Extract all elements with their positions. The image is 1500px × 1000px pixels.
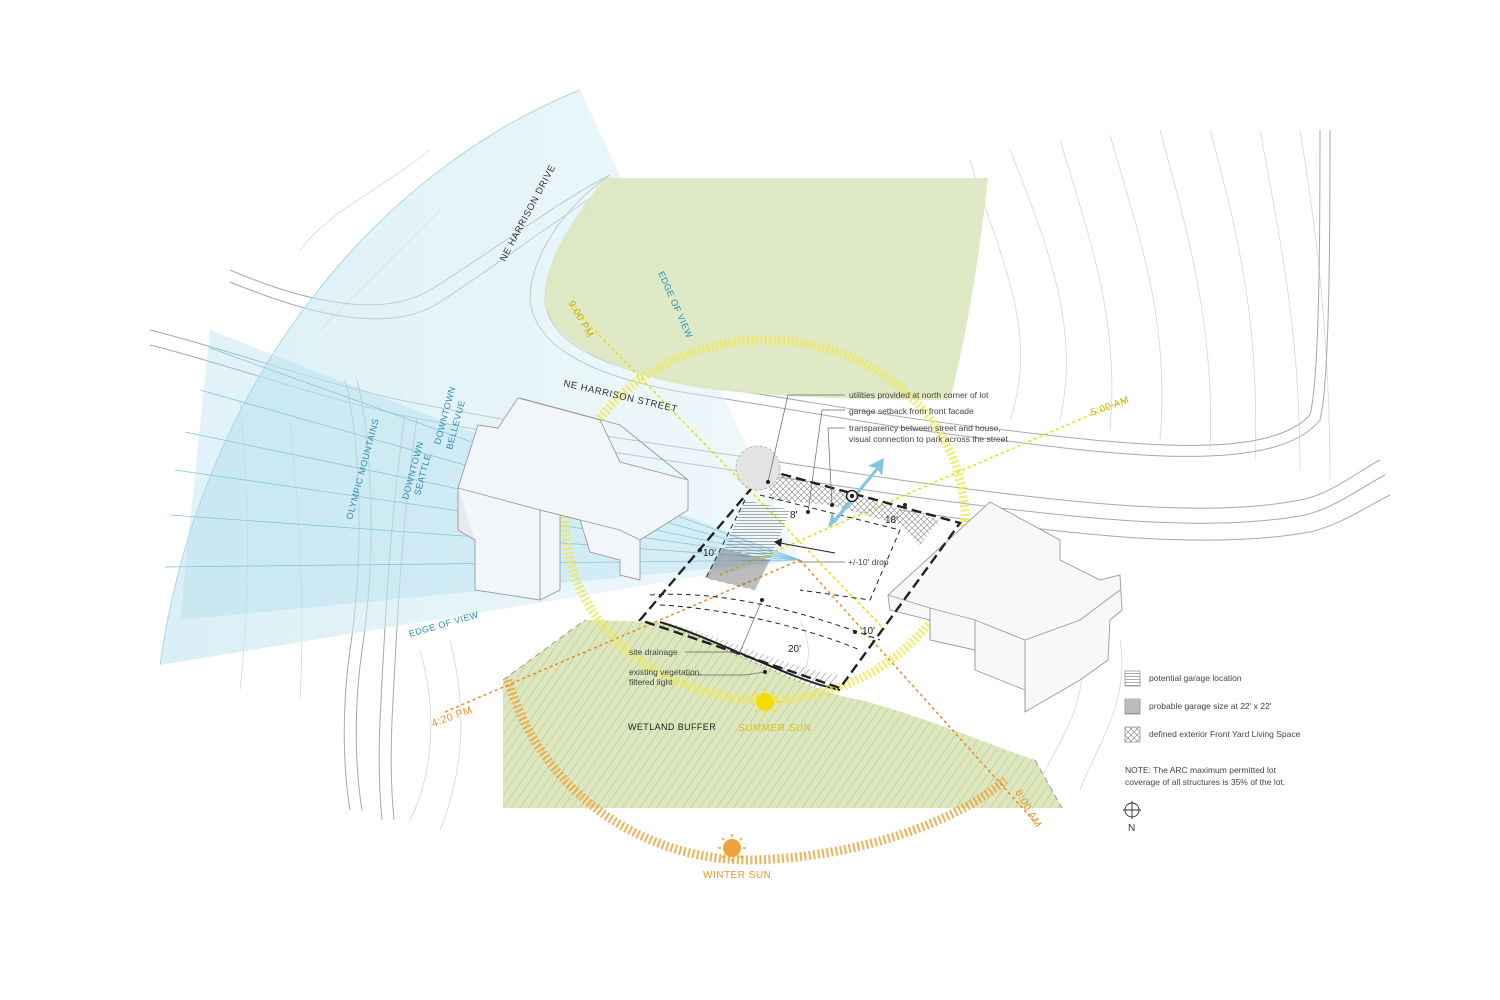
- note-line-2: coverage of all structures is 35% of the…: [1125, 777, 1285, 787]
- legend-swatch-probable-garage: [1124, 698, 1141, 715]
- winter-sun-icon: [718, 834, 746, 862]
- legend-label-potential-garage: potential garage location: [1149, 673, 1242, 683]
- legend-label-front-yard: defined exterior Front Yard Living Space: [1149, 729, 1301, 739]
- time-label-5am: 5:00 AM: [1089, 395, 1131, 419]
- north-label: N: [1128, 823, 1135, 834]
- lot-and-garage-zones: [637, 445, 962, 690]
- dimension-10ft-right: 10': [862, 626, 875, 637]
- callout-drainage: site drainage: [629, 647, 678, 657]
- callout-dots: [698, 480, 907, 674]
- neighbor-building-west: [457, 397, 689, 601]
- dimension-18ft: 18': [885, 515, 898, 526]
- legend-swatch-potential-garage: [1124, 670, 1141, 687]
- wetland-buffer: [502, 619, 1063, 809]
- summer-sun-icon: [751, 688, 779, 716]
- note-line-1: NOTE: The ARC maximum permitted lot: [1125, 765, 1277, 775]
- legend: potential garage location probable garag…: [1124, 670, 1301, 743]
- winter-sun-path: [503, 678, 1008, 865]
- callout-setback: garage setback from front facade: [849, 406, 974, 416]
- wetland-buffer-label: WETLAND BUFFER: [628, 722, 716, 732]
- callout-transparency-1: transparency between street and house,: [849, 423, 1001, 433]
- dimension-10ft-left: 10': [703, 548, 716, 559]
- callout-transparency-2: visual connection to park across the str…: [849, 434, 1008, 444]
- north-arrow-icon: [1123, 801, 1141, 819]
- callout-drop: +/-10' drop: [848, 557, 889, 567]
- park-area: [544, 178, 988, 400]
- callout-vegetation-1: existing vegetation,: [629, 667, 702, 677]
- transparency-arrow: [828, 458, 884, 528]
- eye-icon: [845, 489, 859, 503]
- winter-sun-label: WINTER SUN: [703, 870, 771, 881]
- callout-leaders: [685, 394, 845, 676]
- callout-vegetation-2: filtered light: [629, 677, 673, 687]
- sun-direction-lines: [444, 304, 1126, 823]
- callout-utilities: utilities provided at north corner of lo…: [849, 390, 989, 400]
- time-label-420pm: 4:20 PM: [430, 704, 474, 730]
- legend-label-probable-garage: probable garage size at 22' x 22': [1149, 701, 1272, 711]
- neighbor-building-east: [887, 501, 1123, 713]
- dimension-20ft: 20': [788, 644, 801, 655]
- summer-sun-label: SUMMER SUN: [738, 723, 811, 734]
- dimension-8ft: 8': [790, 510, 798, 521]
- legend-swatch-front-yard: [1124, 726, 1141, 743]
